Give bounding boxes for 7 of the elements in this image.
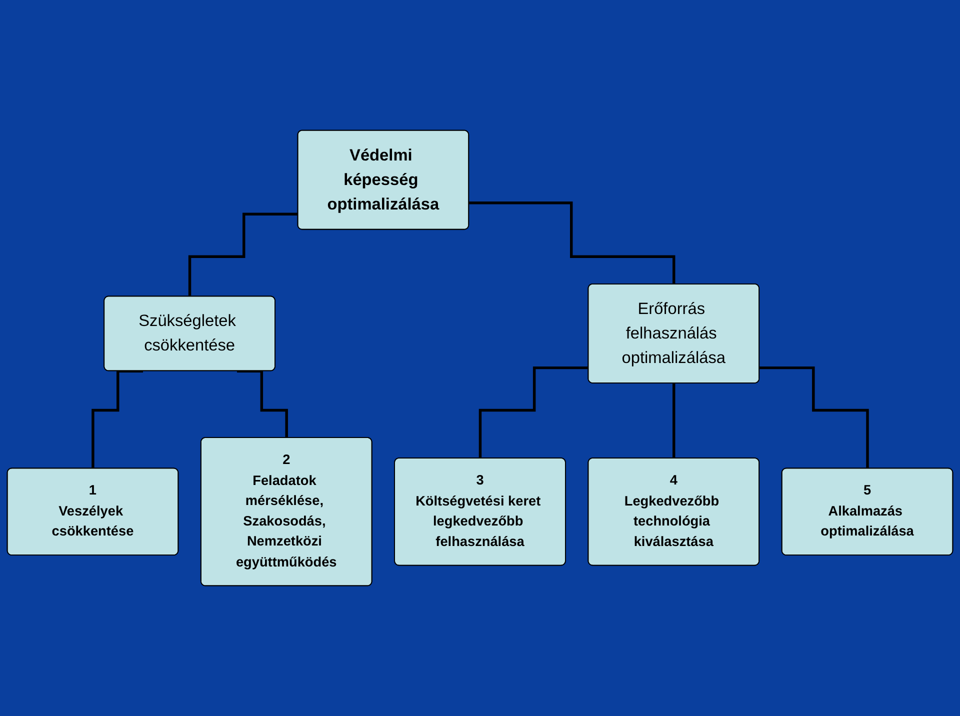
connector [672,382,676,460]
connector [469,202,676,286]
connector [760,366,870,470]
connector [188,212,298,298]
connector [236,370,288,440]
connector [92,370,144,470]
connector [478,366,589,460]
